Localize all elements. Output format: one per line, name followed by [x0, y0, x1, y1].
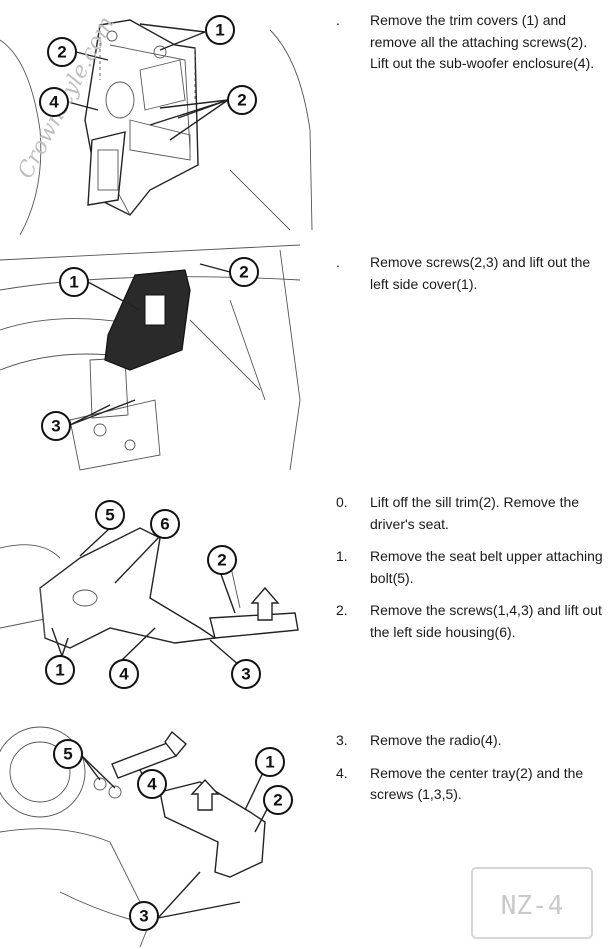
callout-4: 4 — [109, 659, 139, 689]
section-3: 5 6 2 1 4 3 0. Lift off the sill trim(2)… — [0, 488, 616, 708]
step-text: Remove the radio(4). — [370, 732, 502, 748]
callout-1: 1 — [59, 267, 89, 297]
step-text: Remove the center tray(2) and the screws… — [370, 764, 584, 803]
callout-6: 6 — [150, 509, 180, 539]
svg-text:2: 2 — [273, 791, 282, 810]
svg-text:1: 1 — [215, 21, 224, 40]
step-number: . — [336, 254, 340, 270]
steps-section-2: . Remove screws(2,3) and lift out the le… — [336, 252, 608, 306]
callout-5: 5 — [95, 500, 125, 530]
section-4: 5 4 1 2 3 3. Remove the radio(4). 4. Rem… — [0, 722, 616, 949]
steps-section-3: 0. Lift off the sill trim(2). Remove the… — [336, 492, 608, 654]
svg-text:1: 1 — [265, 753, 274, 772]
step: 2. Remove the screws(1,4,3) and lift out… — [336, 600, 608, 643]
step-number: 1. — [336, 548, 348, 564]
callout-2: 2 — [227, 85, 257, 115]
steps-section-1: . Remove the trim covers (1) and remove … — [336, 10, 608, 86]
callout-2: 2 — [263, 785, 293, 815]
svg-text:5: 5 — [105, 506, 114, 525]
svg-text:5: 5 — [63, 745, 72, 764]
section-1: Crownstyle.com 1 2 2 4 . Remove the trim… — [0, 0, 616, 240]
step-text: Remove the screws(1,4,3) and lift out th… — [370, 602, 602, 640]
svg-text:3: 3 — [139, 907, 148, 926]
plate-text: NZ-4 — [501, 891, 564, 921]
step-text: Lift off the sill trim(2). Remove the dr… — [370, 494, 580, 532]
step: . Remove the trim covers (1) and remove … — [336, 10, 608, 75]
step-number: 3. — [336, 732, 348, 748]
step: . Remove screws(2,3) and lift out the le… — [336, 252, 608, 295]
step-number: 2. — [336, 602, 348, 618]
svg-text:4: 4 — [147, 775, 157, 794]
svg-text:3: 3 — [241, 665, 250, 684]
svg-text:2: 2 — [239, 263, 248, 282]
callout-1: 1 — [45, 655, 75, 685]
callout-3: 3 — [231, 659, 261, 689]
callout-5: 5 — [53, 739, 83, 769]
callout-1: 1 — [255, 747, 285, 777]
svg-text:4: 4 — [49, 93, 59, 112]
steps-section-4: 3. Remove the radio(4). 4. Remove the ce… — [336, 730, 608, 817]
step-text: Remove the trim covers (1) and remove al… — [370, 12, 595, 71]
figure-left-side-cover: 1 2 3 — [0, 244, 301, 471]
svg-text:4: 4 — [119, 665, 129, 684]
step-number: 4. — [336, 764, 348, 781]
svg-text:1: 1 — [69, 273, 78, 292]
figure-subwoofer-enclosure: Crownstyle.com 1 2 2 4 — [0, 12, 313, 236]
callout-1: 1 — [205, 15, 235, 45]
svg-text:3: 3 — [51, 417, 60, 436]
step: 0. Lift off the sill trim(2). Remove the… — [336, 492, 608, 535]
callout-4: 4 — [137, 769, 167, 799]
callout-3: 3 — [129, 901, 159, 931]
svg-text:2: 2 — [57, 43, 66, 62]
figure-radio-center-tray: 5 4 1 2 3 — [0, 726, 293, 948]
svg-text:6: 6 — [160, 515, 169, 534]
callout-4: 4 — [39, 87, 69, 117]
svg-text:1: 1 — [55, 661, 64, 680]
step-number: 0. — [336, 494, 348, 510]
callout-2: 2 — [207, 545, 237, 575]
callout-2: 2 — [229, 257, 259, 287]
step-number: . — [336, 12, 340, 28]
figure-left-side-housing: 5 6 2 1 4 3 — [0, 500, 299, 689]
svg-text:2: 2 — [237, 91, 246, 110]
license-plate-watermark: NZ-4 — [471, 867, 593, 939]
step: 4. Remove the center tray(2) and the scr… — [336, 763, 608, 806]
step-text: Remove screws(2,3) and lift out the left… — [370, 254, 591, 292]
step: 3. Remove the radio(4). — [336, 730, 608, 752]
section-2: 1 2 3 . Remove screws(2,3) and lift out … — [0, 240, 616, 480]
step: 1. Remove the seat belt upper attaching … — [336, 546, 608, 589]
step-text: Remove the seat belt upper attaching bol… — [370, 548, 603, 586]
svg-text:2: 2 — [217, 551, 226, 570]
callout-2: 2 — [47, 37, 77, 67]
callout-3: 3 — [41, 411, 71, 441]
